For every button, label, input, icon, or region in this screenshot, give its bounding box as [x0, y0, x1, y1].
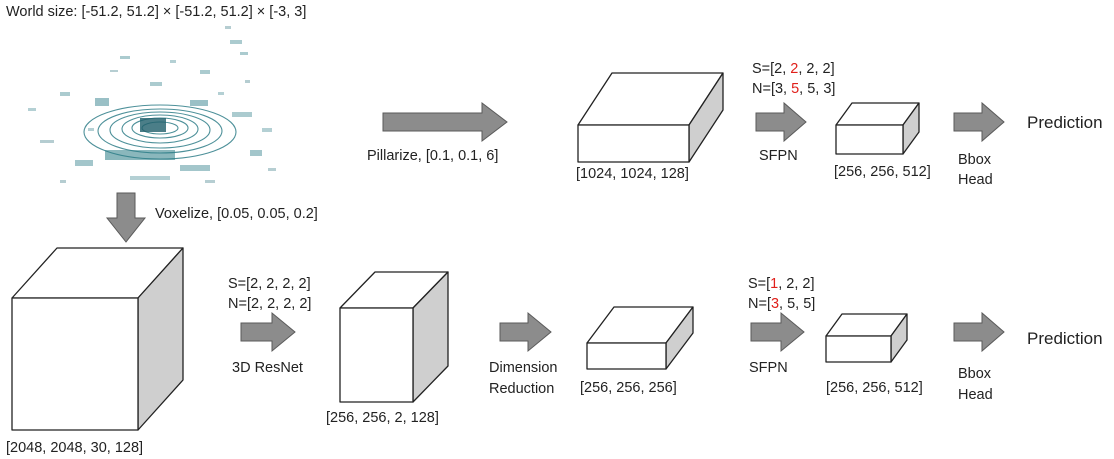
voxel-output-box — [825, 313, 908, 363]
voxel-output-box-front — [825, 335, 892, 363]
resnet-n-params: N=[2, 2, 2, 2] — [228, 296, 311, 312]
pillar-bbox-head-line1: Bbox — [958, 152, 992, 168]
reduced-feature-box-front — [586, 342, 667, 370]
voxel-sfpn-n-highlight: 3 — [771, 296, 779, 312]
resnet-output-dims: [256, 256, 2, 128] — [326, 410, 439, 426]
voxel-grid-cube — [11, 247, 184, 431]
pillar-sfpn-n-params: N=[3, 5, 5, 3] — [752, 81, 835, 97]
pillar-sfpn-arrow — [755, 101, 807, 143]
pillar-prediction-label: Prediction — [1027, 113, 1103, 132]
pillar-output-box — [835, 102, 920, 155]
pillar-bbox-head-line2: Head — [958, 172, 993, 188]
voxelize-arrow — [105, 192, 147, 243]
pillar-sfpn-s-params: S=[2, 2, 2, 2] — [752, 61, 835, 77]
resnet-arrow — [240, 311, 296, 353]
pillar-sfpn-label: SFPN — [759, 148, 798, 164]
dimension-reduction-line1: Dimension — [489, 360, 558, 376]
reduced-feature-dims: [256, 256, 256] — [580, 380, 677, 396]
pillar-grid-dims: [1024, 1024, 128] — [576, 166, 689, 182]
voxel-grid-cube-front — [11, 297, 139, 431]
voxel-bbox-head-line2: Head — [958, 387, 993, 403]
voxel-sfpn-s-params: S=[1, 2, 2] — [748, 276, 815, 292]
pillar-output-dims: [256, 256, 512] — [834, 164, 931, 180]
voxel-bbox-head-arrow — [953, 311, 1005, 353]
dimension-reduction-arrow — [499, 311, 552, 353]
pillar-bbox-head-arrow — [953, 101, 1005, 143]
pillar-grid-box — [577, 72, 724, 163]
pillar-grid-box-front — [577, 124, 690, 163]
reduced-feature-box — [586, 306, 694, 370]
pillar-sfpn-n-highlight: 5 — [791, 81, 799, 97]
pillarize-label: Pillarize, [0.1, 0.1, 6] — [367, 148, 498, 164]
resnet-label: 3D ResNet — [232, 360, 303, 376]
resnet-s-params: S=[2, 2, 2, 2] — [228, 276, 311, 292]
voxel-sfpn-s-highlight: 1 — [770, 276, 778, 292]
voxel-grid-dims: [2048, 2048, 30, 128] — [6, 440, 143, 456]
voxelize-label: Voxelize, [0.05, 0.05, 0.2] — [155, 206, 318, 222]
voxel-prediction-label: Prediction — [1027, 329, 1103, 348]
pillar-output-box-front — [835, 124, 904, 155]
voxel-bbox-head-line1: Bbox — [958, 366, 992, 382]
voxel-output-dims: [256, 256, 512] — [826, 380, 923, 396]
voxel-sfpn-label: SFPN — [749, 360, 788, 376]
resnet-output-cube-front — [339, 307, 414, 403]
pillarize-arrow — [382, 101, 508, 143]
world-size-label: World size: [-51.2, 51.2] × [-51.2, 51.2… — [6, 4, 306, 20]
resnet-output-cube — [339, 271, 449, 403]
voxel-sfpn-n-params: N=[3, 5, 5] — [748, 296, 815, 312]
lidar-point-cloud-image — [28, 26, 276, 183]
voxel-sfpn-arrow — [750, 311, 805, 353]
pillar-sfpn-s-highlight: 2 — [790, 61, 798, 77]
dimension-reduction-line2: Reduction — [489, 381, 554, 397]
